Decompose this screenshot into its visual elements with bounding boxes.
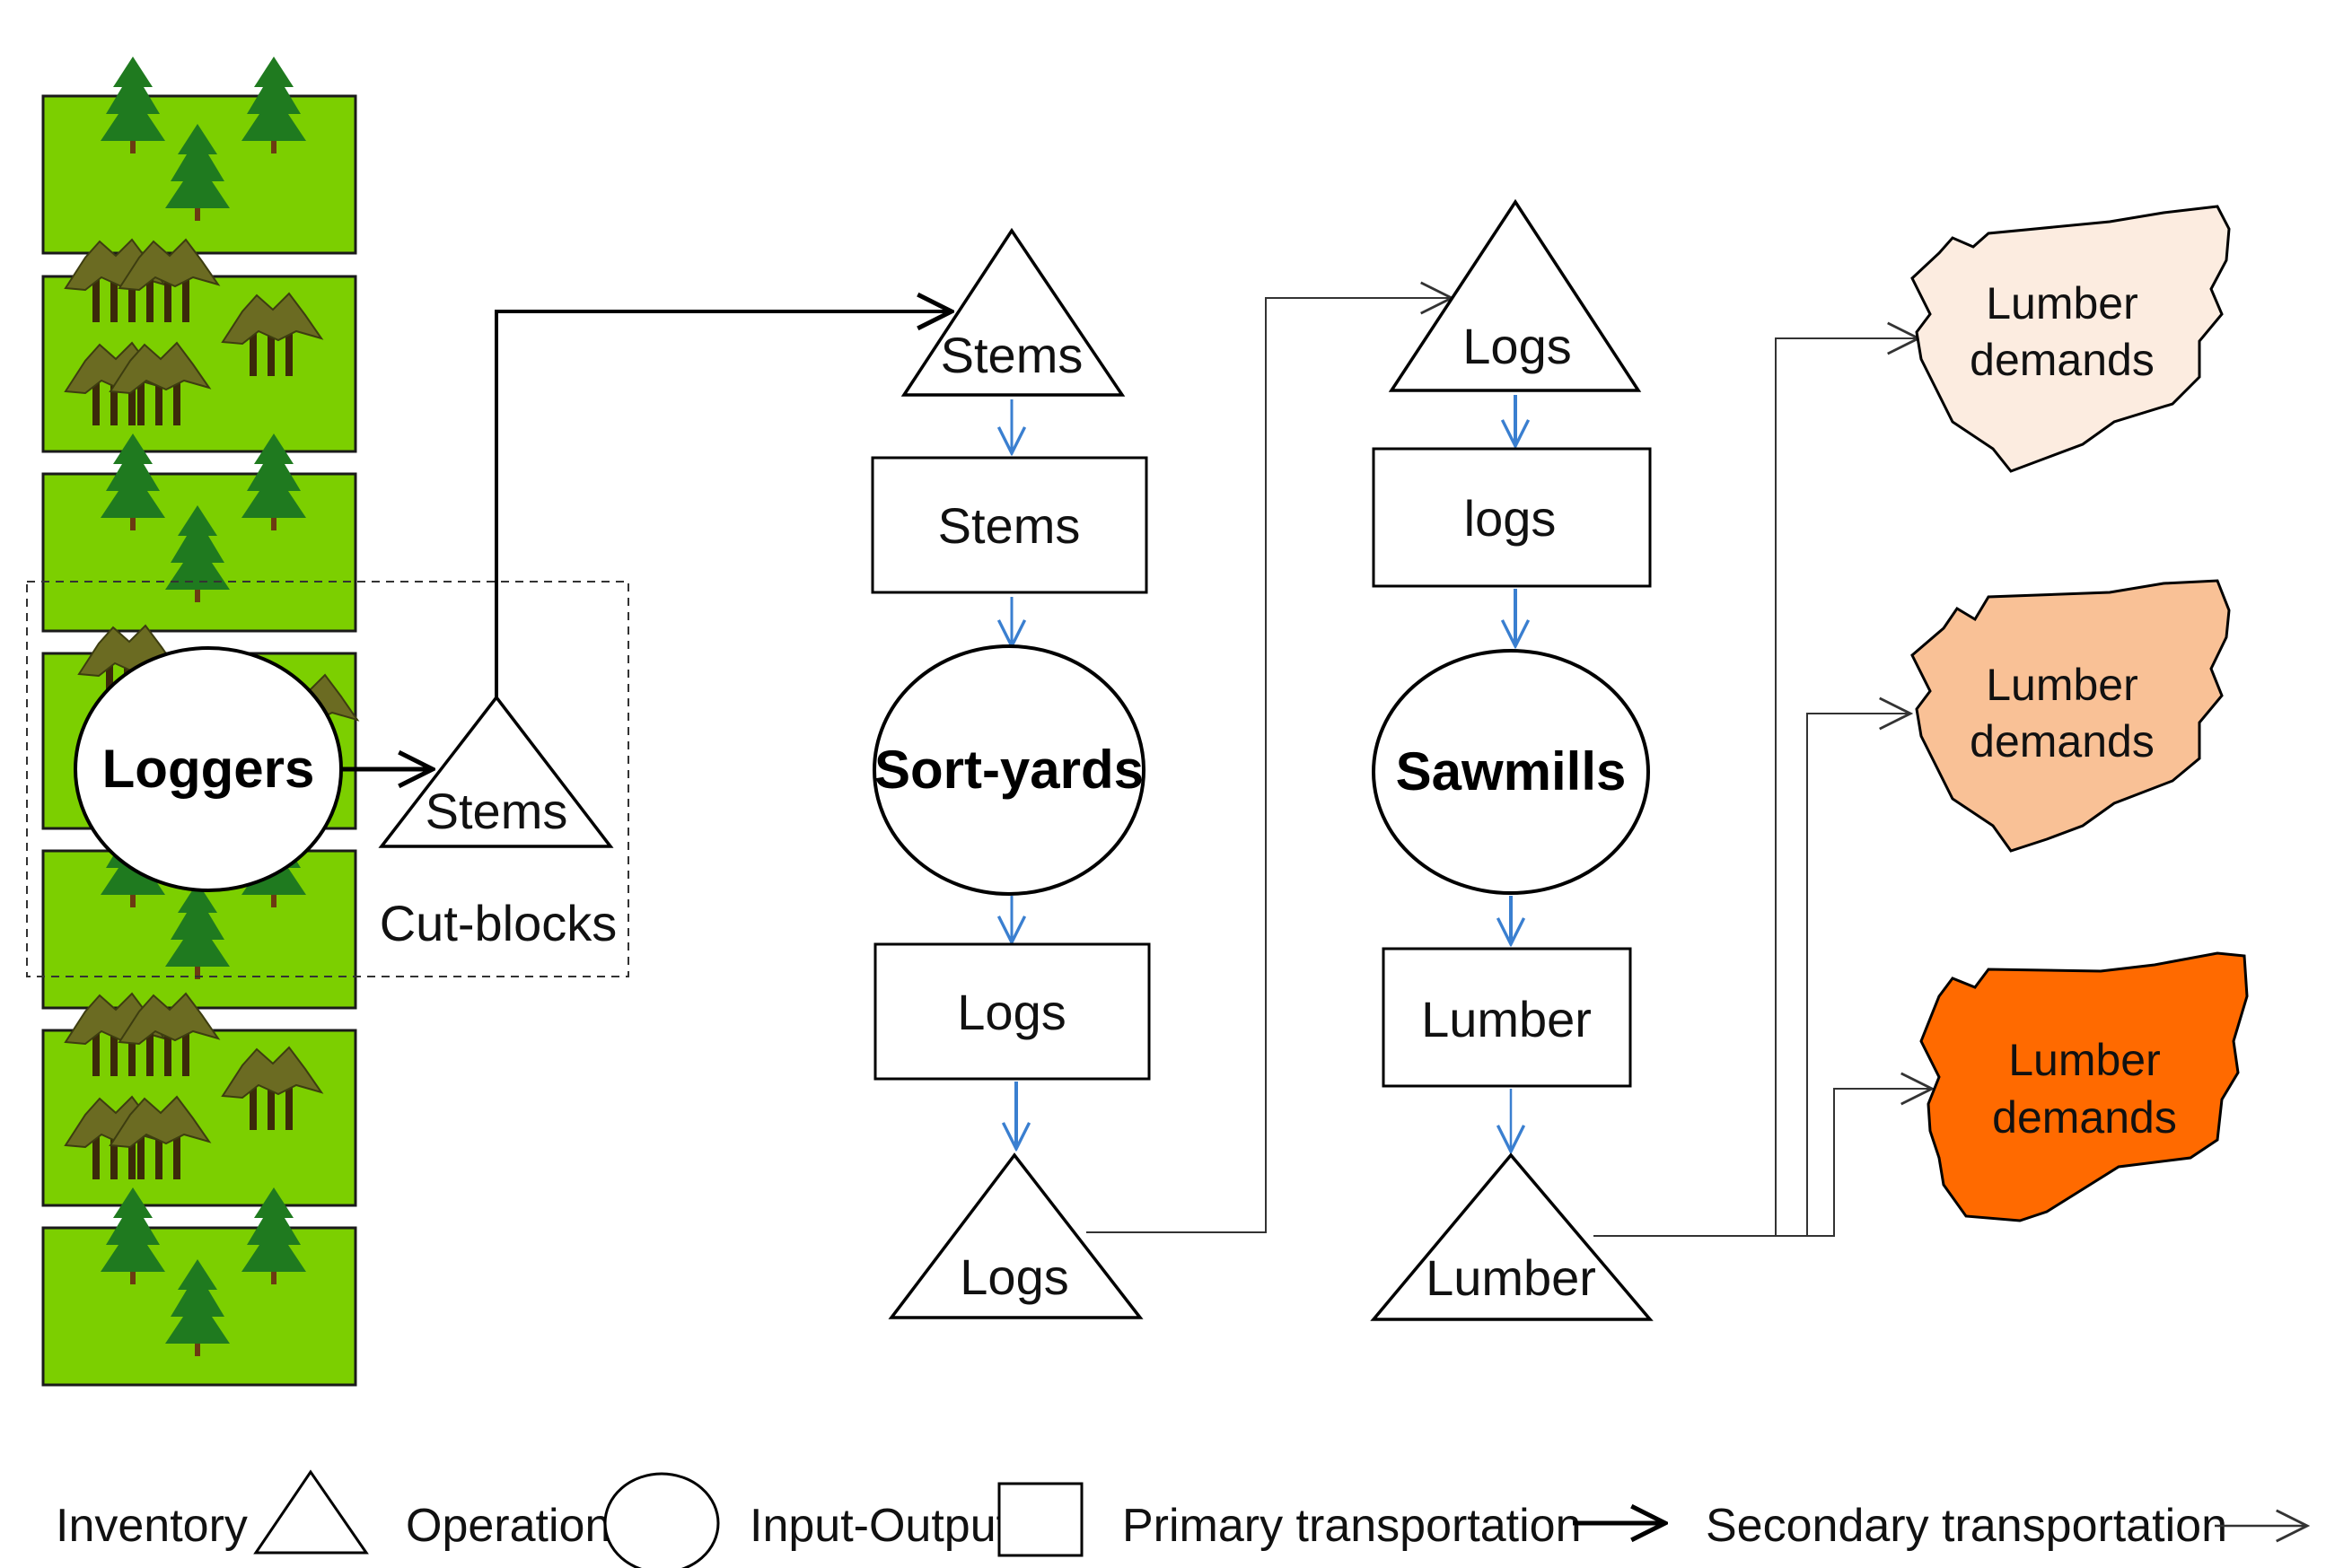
secondary-arrow-lumber-demand-1 <box>1593 338 1918 1237</box>
legend-input-output-label: Input-Output <box>750 1500 1010 1552</box>
primary-arrow-cutblock-sortyard <box>495 311 952 697</box>
sortyard-inventory-out-label: Logs <box>960 1248 1068 1305</box>
legend-inventory-triangle <box>253 1469 369 1555</box>
lumber-demand-region-1: Lumber demands <box>1910 205 2231 473</box>
sortyard-output-box <box>873 942 1151 1081</box>
legend-input-output-box <box>997 1482 1084 1557</box>
sawmill-inventory-out-triangle <box>1370 1152 1654 1321</box>
sawmill-inventory-in-triangle <box>1388 198 1642 392</box>
loggers-label: Loggers <box>102 739 315 799</box>
demand-label-line1: Lumber <box>1986 660 2138 710</box>
sortyards-label: Sort-yards <box>874 740 1144 800</box>
sortyard-inventory-out-triangle <box>888 1152 1144 1319</box>
demand-label-line2: demands <box>1970 716 2155 766</box>
sawmill-inventory-out-label: Lumber <box>1426 1249 1596 1306</box>
sortyard-output-label: Logs <box>957 984 1066 1040</box>
secondary-arrow-lumber-demand-3 <box>1807 1089 1932 1237</box>
cutblock-inventory-triangle <box>378 695 614 848</box>
sortyard-inventory-in-label: Stems <box>941 327 1084 383</box>
demand-region-shape <box>1910 579 2231 853</box>
sortyard-input-label: Stems <box>938 497 1081 554</box>
secondary-arrow-sortyard-sawmill <box>1086 298 1452 1233</box>
demand-region-shape <box>1910 205 2231 473</box>
sawmill-input-box <box>1372 447 1652 588</box>
cut-blocks-frame <box>26 581 629 977</box>
sortyard-inventory-in-triangle <box>900 227 1126 397</box>
sawmills-label: Sawmills <box>1396 741 1627 802</box>
demand-region-shape <box>1919 951 2249 1222</box>
secondary-arrow-lumber-demand-2 <box>1776 714 1910 1237</box>
demand-label-line1: Lumber <box>2008 1035 2161 1085</box>
legend: Inventory Operation Input-Output Primary… <box>56 1469 2307 1568</box>
legend-inventory-label: Inventory <box>56 1500 248 1552</box>
demand-label-line1: Lumber <box>1986 278 2138 328</box>
sortyard-input-box <box>871 456 1148 594</box>
demand-label-line2: demands <box>1970 335 2155 385</box>
sawmills-operation <box>1372 649 1650 895</box>
cutblocks-label: Cut-blocks <box>380 895 618 951</box>
demand-label-line2: demands <box>1992 1092 2177 1143</box>
lumber-demand-region-3: Lumber demands <box>1919 951 2249 1222</box>
sortyards-operation <box>873 644 1145 896</box>
legend-primary-label: Primary transportation <box>1122 1500 1582 1552</box>
sawmill-inventory-in-label: Logs <box>1462 318 1571 374</box>
lumber-demand-region-2: Lumber demands <box>1910 579 2231 853</box>
legend-operation-circle <box>603 1472 720 1568</box>
sawmill-output-box <box>1382 947 1632 1088</box>
sawmill-output-label: Lumber <box>1421 991 1592 1047</box>
legend-operation-label: Operation <box>406 1500 610 1552</box>
cutblock-inventory-label: Stems <box>426 783 568 839</box>
legend-secondary-label: Secondary transportation <box>1706 1500 2227 1552</box>
sawmill-input-label: logs <box>1464 490 1557 547</box>
